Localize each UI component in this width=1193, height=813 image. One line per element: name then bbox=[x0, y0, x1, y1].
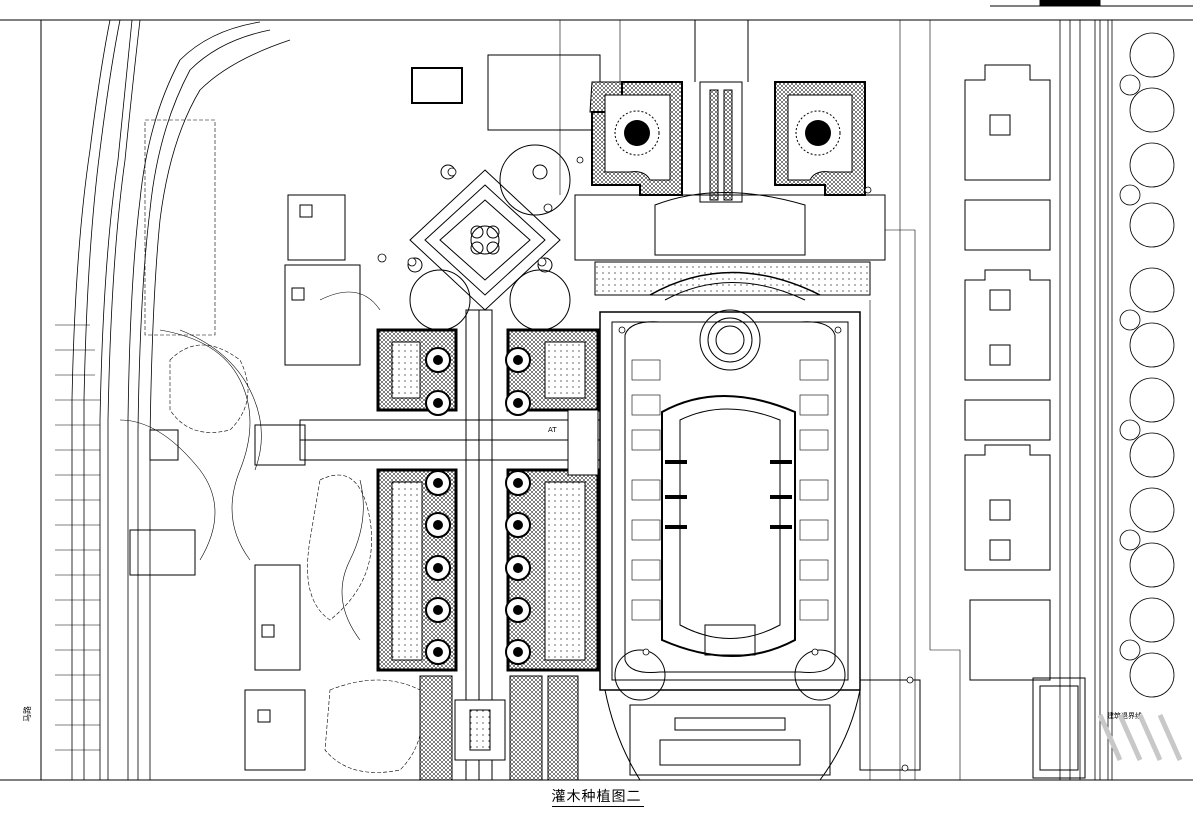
parterre-tree-cores bbox=[433, 355, 523, 657]
pool-planters bbox=[631, 359, 829, 621]
annotation-leaders bbox=[55, 324, 100, 751]
right-buildings bbox=[964, 64, 1086, 779]
parterre-lower-right bbox=[506, 468, 600, 672]
ornamental-garden-right bbox=[774, 81, 866, 196]
forecourt bbox=[574, 192, 886, 301]
bottom-hatched-blocks bbox=[419, 675, 579, 781]
right-road-lines bbox=[1059, 20, 1113, 780]
lawn-boundaries bbox=[144, 119, 423, 773]
parterre-lower-left bbox=[376, 468, 458, 672]
site-paths bbox=[119, 20, 961, 780]
pool-marker-label: AT bbox=[548, 426, 557, 434]
central-axis-path bbox=[299, 309, 601, 781]
ornamental-garden-left bbox=[589, 81, 683, 196]
pool-side-benches bbox=[665, 460, 792, 529]
watermark-logo bbox=[1097, 713, 1183, 762]
plant-markers bbox=[377, 156, 914, 772]
bottom-entrance bbox=[604, 679, 921, 781]
pool-courtyard bbox=[599, 309, 861, 701]
center-channel bbox=[694, 20, 749, 203]
caption-underline bbox=[552, 806, 644, 807]
drawing-caption: 灌木种植图二 bbox=[551, 789, 642, 805]
left-road-label: 马路 bbox=[22, 706, 32, 722]
drawing-frame bbox=[0, 0, 1193, 781]
left-road-lines bbox=[71, 19, 291, 780]
street-tree-row bbox=[1119, 32, 1175, 698]
diamond-plaza bbox=[407, 144, 571, 331]
setback-label: 建筑退界线 bbox=[1107, 711, 1142, 720]
